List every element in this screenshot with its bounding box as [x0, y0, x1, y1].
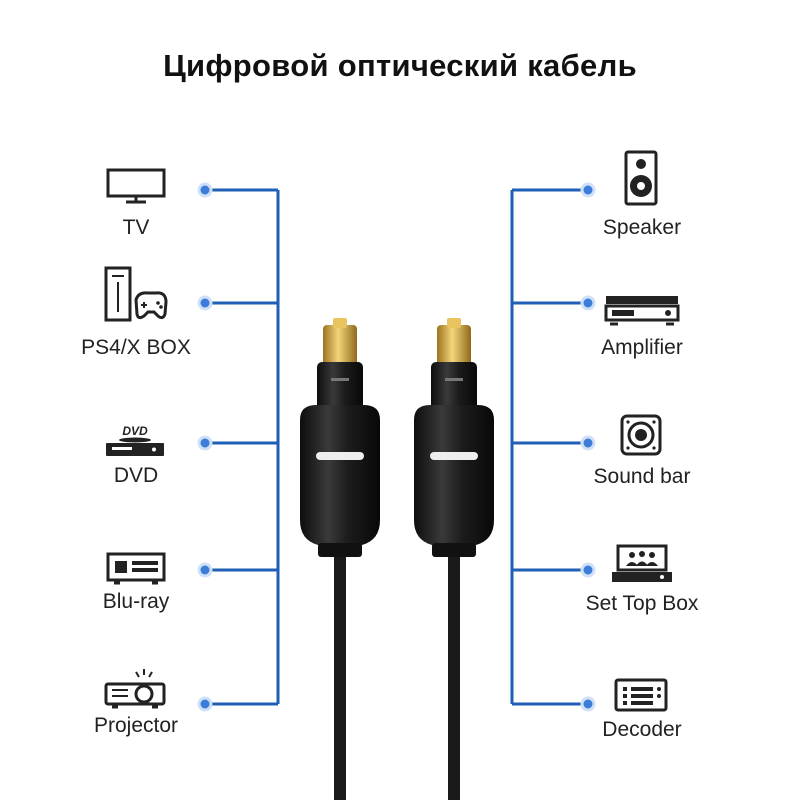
plug-body — [300, 405, 380, 545]
tv-icon — [106, 168, 166, 204]
plug-strain-relief — [318, 543, 362, 557]
left-connector-bracket — [197, 182, 280, 712]
dvd-body-icon — [106, 437, 164, 456]
decoder-icon — [614, 678, 668, 712]
soundbar-icon — [620, 414, 662, 456]
device-label-ps4-xbox: PS4/X BOX — [81, 336, 191, 359]
game-console-icon — [104, 266, 168, 322]
plug-neck — [317, 362, 363, 412]
gold-pin — [333, 318, 347, 328]
cable-wire — [334, 550, 346, 800]
plug-notch — [445, 378, 463, 381]
plug-body — [414, 405, 494, 545]
optical-plug-right — [414, 318, 494, 800]
cable-wire — [448, 550, 460, 800]
device-label-speaker: Speaker — [602, 216, 682, 239]
bluray-player-icon — [106, 552, 166, 585]
device-label-amplifier: Amplifier — [601, 336, 683, 359]
gold-tip — [323, 325, 357, 367]
device-label-tv: TV — [122, 216, 150, 239]
gold-pin — [447, 318, 461, 328]
device-label-set-top-box: Set Top Box — [585, 592, 699, 615]
connection-dot — [197, 696, 213, 712]
plug-notch — [331, 378, 349, 381]
set-top-box-icon — [612, 544, 672, 582]
page-title: Цифровой оптический кабель — [163, 48, 637, 83]
device-label-soundbar: Sound bar — [593, 465, 691, 488]
plug-neck — [431, 362, 477, 412]
dvd-logo: DVD — [122, 424, 148, 438]
device-label-dvd: DVD — [113, 464, 159, 487]
connection-dot — [197, 435, 213, 451]
connection-dot — [580, 562, 596, 578]
projector-icon — [104, 669, 166, 709]
connection-dot — [580, 182, 596, 198]
connection-dot — [580, 295, 596, 311]
right-connector-bracket — [510, 182, 596, 712]
plug-strain-relief — [432, 543, 476, 557]
speaker-icon — [624, 150, 658, 206]
device-label-decoder: Decoder — [602, 718, 682, 741]
dvd-player-icon: DVD — [104, 424, 166, 460]
connection-dot — [197, 295, 213, 311]
plug-stripe — [430, 452, 478, 460]
connection-dot — [197, 562, 213, 578]
device-label-projector: Projector — [93, 714, 179, 737]
amplifier-icon — [604, 296, 680, 326]
gold-tip — [437, 325, 471, 367]
device-label-bluray: Blu-ray — [102, 590, 170, 613]
connection-dot — [197, 182, 213, 198]
connection-dot — [580, 435, 596, 451]
connection-dot — [580, 696, 596, 712]
plug-stripe — [316, 452, 364, 460]
optical-plug-left — [300, 318, 380, 800]
